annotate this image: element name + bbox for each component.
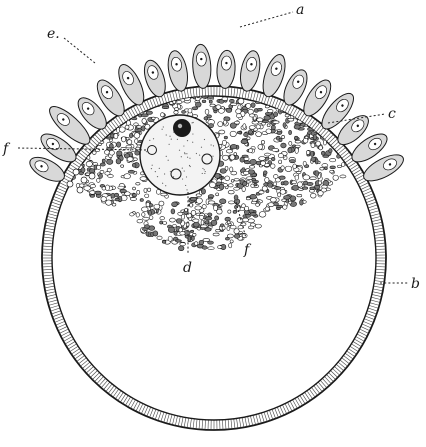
label-a: a: [296, 2, 304, 18]
label-e: e.: [47, 26, 60, 42]
label-f-left: f: [2, 141, 11, 157]
germinal-vesicle: [140, 115, 220, 195]
label-c: c: [388, 106, 396, 122]
label-d: d: [183, 260, 192, 276]
label-b: b: [411, 276, 420, 292]
germinal-spot: [173, 119, 191, 137]
